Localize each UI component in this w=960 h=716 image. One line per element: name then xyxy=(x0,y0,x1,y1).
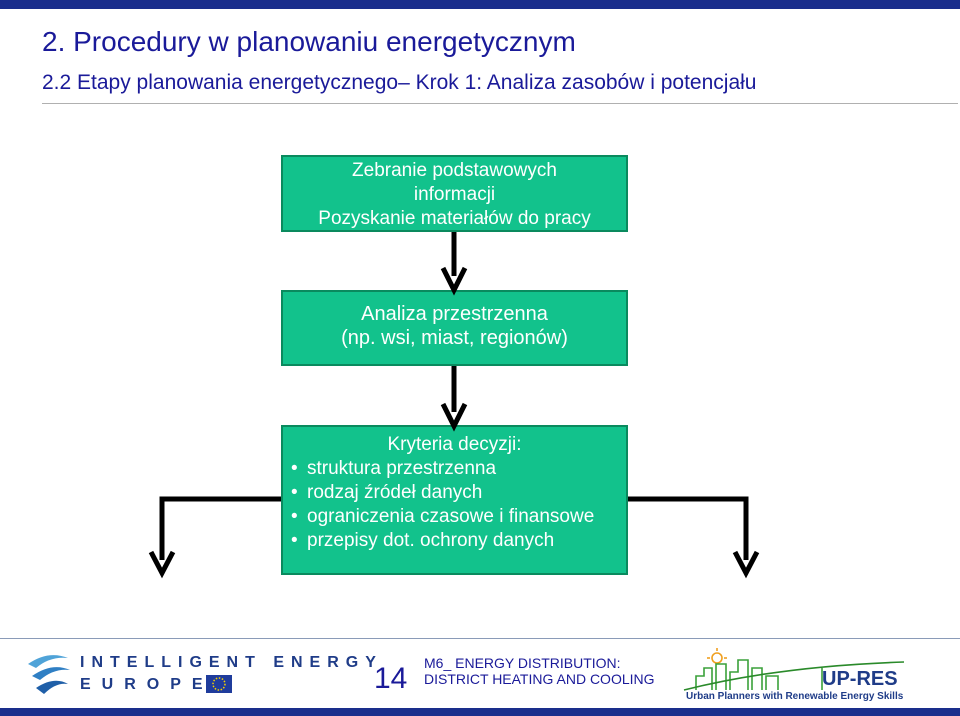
step-box-spatial-analysis: Analiza przestrzenna (np. wsi, miast, re… xyxy=(281,290,628,366)
criteria-list: struktura przestrzenna rodzaj źródeł dan… xyxy=(291,457,626,553)
criteria-item: struktura przestrzenna xyxy=(291,457,626,481)
criteria-heading: Kryteria decyzji: xyxy=(387,434,522,455)
up-res-tagline: Urban Planners with Renewable Energy Ski… xyxy=(686,691,904,702)
branch-left-arrow xyxy=(148,496,281,579)
slide-title: 2. Procedury w planowaniu energetycznym xyxy=(42,26,576,57)
header-rule xyxy=(42,103,958,104)
slide-subtitle: 2.2 Etapy planowania energetycznego– Kro… xyxy=(42,71,757,94)
up-res-logo-text: UP-RES xyxy=(822,668,898,690)
step-box-decision-criteria: Kryteria decyzji: struktura przestrzenna… xyxy=(281,425,628,575)
step-box-information-line-2: informacji xyxy=(413,184,496,205)
module-title: M6_ ENERGY DISTRIBUTION: DISTRICT HEATIN… xyxy=(424,655,655,687)
arrow-down-icon xyxy=(440,366,468,432)
criteria-item: rodzaj źródeł danych xyxy=(291,481,626,505)
branch-right-arrow xyxy=(628,496,760,579)
eu-flag-icon xyxy=(206,675,232,693)
module-title-line-2: DISTRICT HEATING AND COOLING xyxy=(424,671,655,687)
step-box-spatial-line-2: (np. wsi, miast, regionów) xyxy=(341,327,568,349)
criteria-item: przepisy dot. ochrony danych xyxy=(291,529,626,553)
up-res-city-icon xyxy=(683,648,905,691)
footer-rule xyxy=(0,638,960,639)
top-stripe xyxy=(0,0,960,9)
bottom-stripe xyxy=(0,708,960,716)
intelligent-energy-logo-text: INTELLIGENT ENERGY xyxy=(80,654,383,671)
intelligent-energy-swoosh-icon xyxy=(28,655,70,694)
module-title-line-1: M6_ ENERGY DISTRIBUTION: xyxy=(424,655,621,671)
step-box-spatial-line-1: Analiza przestrzenna xyxy=(361,303,548,325)
criteria-item: ograniczenia czasowe i finansowe xyxy=(291,505,626,529)
page-number: 14 xyxy=(374,662,408,695)
step-box-information-line-3: Pozyskanie materiałów do pracy xyxy=(318,208,591,229)
arrow-down-icon xyxy=(440,232,468,296)
step-box-information: Zebranie podstawowych informacji Pozyska… xyxy=(281,155,628,232)
europe-logo-text: EUROPE xyxy=(80,676,214,693)
step-box-information-line-1: Zebranie podstawowych xyxy=(352,160,557,181)
